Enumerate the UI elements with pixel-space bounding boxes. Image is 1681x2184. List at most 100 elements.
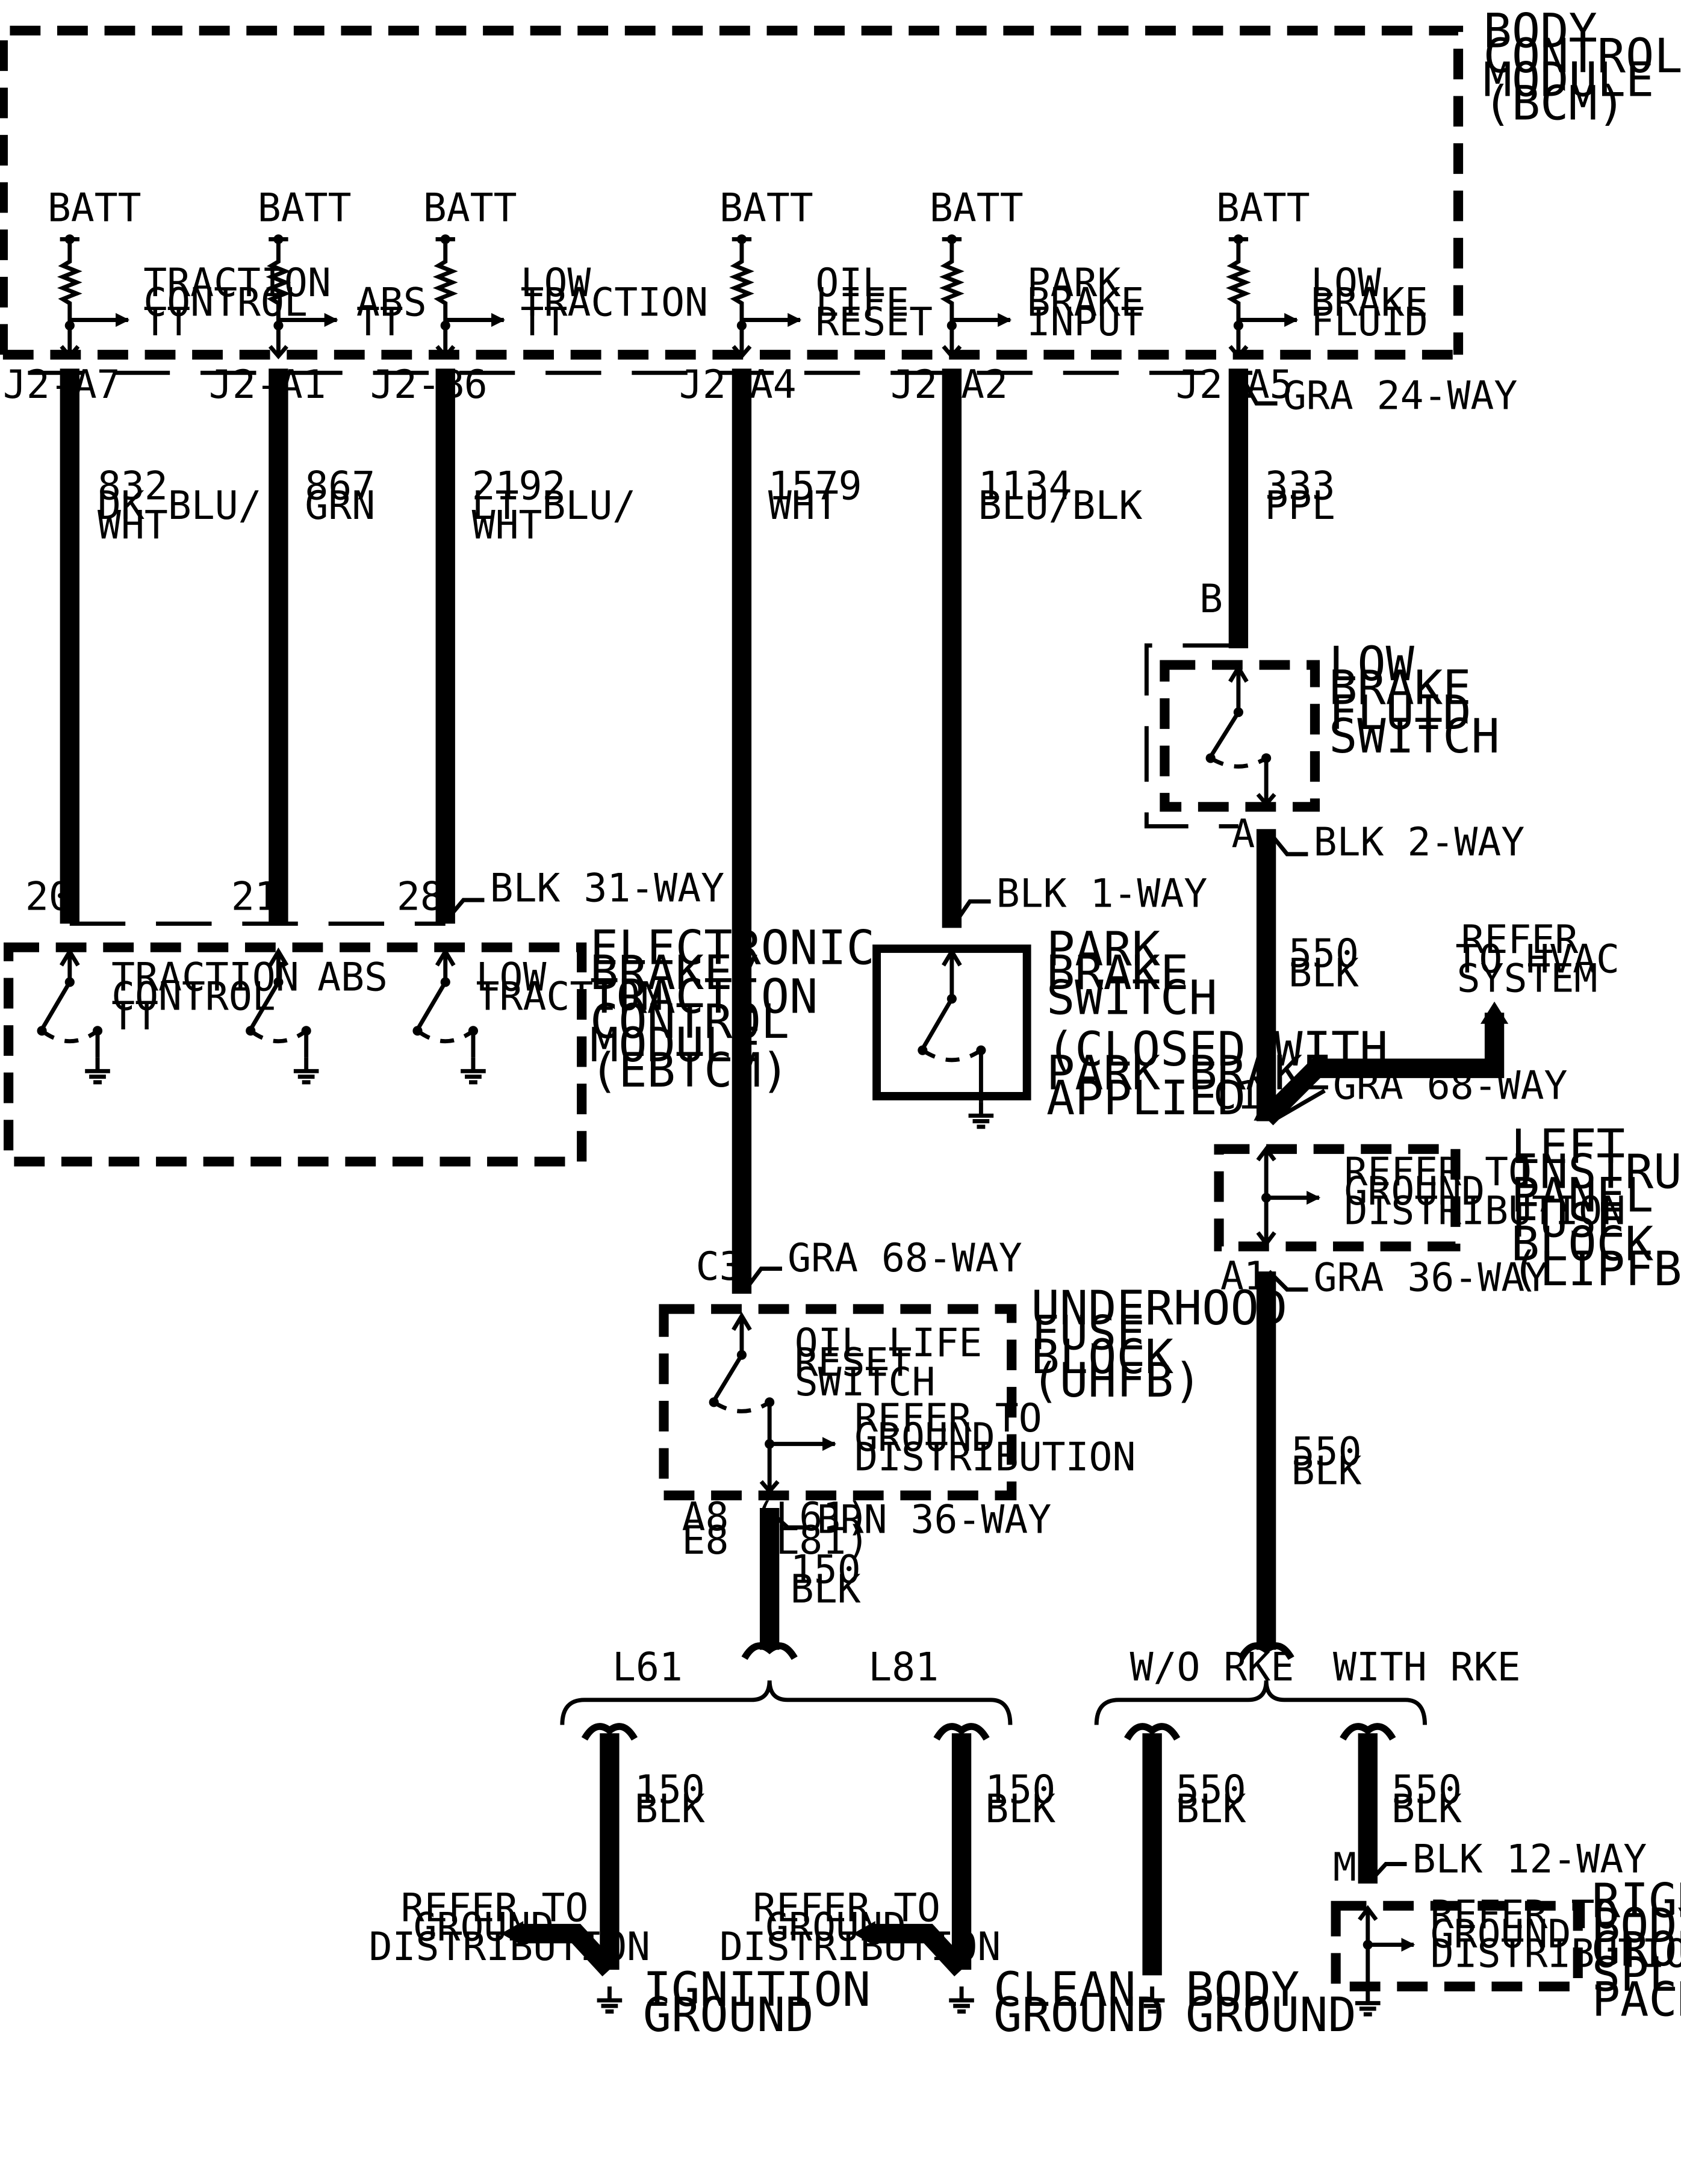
output-low-brake-fluid-2: BRAKE [1311, 281, 1428, 326]
splice-pin-m: M [1333, 1845, 1356, 1890]
uhfb-pin-c3: C3 [696, 1244, 743, 1289]
wo-rke-wire-2: BLK [1176, 1787, 1246, 1832]
bcm-label-3: MODULE [1484, 52, 1655, 107]
batt-label: BATT [930, 185, 1024, 231]
l81-ref-3: DISTRIBUTION [719, 1925, 1001, 1970]
output-traction-control-3: TT [143, 300, 190, 345]
park-brake-switch: BLK 1-WAY PARK BRAKE SWITCH (CLOSED WITH… [872, 872, 1388, 1127]
pin-j2-a1: J2-A1 [209, 362, 326, 408]
wire-150-1: 150 [791, 1548, 861, 1593]
lipfb-fuse-block: REFER TO GROUND DISTRIBUTION LEFT INSTRU… [1214, 1119, 1681, 1660]
wire-2192-1: 2192 [472, 464, 566, 509]
output-park-brake-2: BRAKE [1027, 281, 1145, 326]
option-with-rke: WITH RKE [1333, 1645, 1521, 1690]
clean-ground-2: GROUND [993, 1987, 1164, 2043]
output-low-brake-fluid-3: FLUID [1311, 300, 1428, 345]
ebtcm-switch-traction-2: CONTROL [111, 975, 276, 1020]
lipfb-label-6: (LIPFB) [1511, 1241, 1681, 1297]
lipfb-label-1: LEFT [1511, 1119, 1625, 1174]
clean-ground-1: CLEAN [993, 1962, 1136, 2017]
wire-550-in-1: 550 [1288, 931, 1359, 976]
l81-ref-1: REFER TO [753, 1885, 940, 1931]
circuit-832: BATT TRACTION CONTROL TT J2-A7 832 DK BL… [3, 185, 331, 924]
circuit-1579: BATT OIL LIFE RESET J2-A4 1579 WHT [679, 185, 933, 1294]
ebtcm-pin-21: 21 [231, 874, 278, 919]
uhfb-fuse-block: C3 GRA 68-WAY OIL LIFE RESET SWITCH REFE… [659, 1236, 1288, 1660]
splice-ref-2: GROUND [1431, 1912, 1571, 1957]
wire-550-out-1: 550 [1291, 1429, 1362, 1474]
park-brake-label-3: SWITCH [1046, 970, 1217, 1026]
wire-2192-3: WHT [472, 503, 542, 548]
batt-label: BATT [1216, 185, 1310, 231]
output-abs-2: TT [356, 300, 403, 345]
circuit-2192: BATT LOW TRACTION TT J2-B6 2192 LT BLU/ … [370, 185, 709, 924]
uhfb-label-1: UNDERHOOD [1031, 1280, 1288, 1336]
ebtcm-label-4: CONTROL [590, 994, 789, 1049]
l81-wire-1: 150 [985, 1767, 1055, 1813]
lipfb-ref-2: GROUND [1344, 1169, 1485, 1214]
park-brake-note-3: APPLIED) [1046, 1070, 1274, 1126]
uhfb-switch-3: SWITCH [795, 1360, 936, 1405]
output-oil-life-1: OIL [815, 261, 886, 306]
l61-wire-1: 150 [635, 1767, 705, 1813]
output-low-traction-1: LOW [521, 261, 591, 306]
ebtcm-label-1: ELECTRONIC [590, 920, 875, 975]
output-traction-control-1: TRACTION [143, 261, 331, 306]
ebtcm-label-3: TRACTION [590, 969, 818, 1024]
park-brake-label-1: PARK [1046, 922, 1160, 977]
uhfb-connector-top: GRA 68-WAY [788, 1236, 1022, 1281]
l61-ref-3: DISTRIBUTION [369, 1925, 650, 1970]
wire-333-1: 333 [1265, 464, 1335, 509]
traction-control-switch: TRACTION CONTROL TT [37, 947, 299, 1082]
output-abs-1: ABS [356, 281, 427, 326]
wire-832-1: 832 [98, 464, 168, 509]
option-wo-rke: W/O RKE [1130, 1645, 1294, 1690]
wire-1579-2: WHT [768, 483, 839, 529]
body-ground-1: BODY [1185, 1962, 1299, 2017]
splice-ref-1: REFER TO [1431, 1893, 1618, 1938]
splice-connector: BLK 12-WAY [1412, 1837, 1647, 1882]
lipfb-ref-3: DISTRIBUTION [1344, 1189, 1626, 1234]
ebtcm-switch-abs: ABS [317, 955, 388, 1000]
output-low-traction-2: TRACTION [521, 281, 709, 326]
wire-1579-1: 1579 [768, 464, 862, 509]
uhfb-connector-bottom: BRN 36-WAY [817, 1498, 1051, 1543]
ebtcm-switch-low-traction-1: LOW [476, 955, 547, 1000]
park-brake-connector: BLK 1-WAY [996, 872, 1208, 917]
wire-832-3: WHT [98, 503, 168, 548]
l81-wire-2: BLK [985, 1787, 1055, 1832]
lbf-label-4: SWITCH [1329, 709, 1500, 764]
l61-wire-2: BLK [635, 1787, 705, 1832]
bcm-label-1: BODY [1484, 4, 1597, 59]
with-rke-wire-1: 550 [1391, 1767, 1462, 1813]
wo-rke-wire-1: 550 [1176, 1767, 1246, 1813]
output-low-traction-3: TT [521, 300, 568, 345]
lbf-pin-a: A [1231, 811, 1255, 857]
bcm-label-4: (BCM) [1484, 76, 1626, 131]
output-park-brake-3: INPUT [1027, 300, 1145, 345]
ebtcm-switch-low-traction-2: TRACTION [476, 975, 664, 1020]
lipfb-connector-top: GRA 68-WAY [1333, 1064, 1567, 1109]
ebtcm-label-6: (EBTCM) [590, 1043, 789, 1098]
circuit-1134: BATT PARK BRAKE INPUT J2-A2 1134 BLU/BLK [890, 185, 1144, 928]
uhfb-switch-1: OIL LIFE [795, 1321, 983, 1366]
circuit-550: 550 BLK REFER TO HVAC SYSTEM C11 GRA 68-… [1213, 829, 1620, 1126]
l61-ref-2: GROUND [414, 1905, 555, 1950]
ignition-ground-1: IGNITION [643, 1962, 871, 2017]
bcm-label-2: CONTROL [1484, 28, 1681, 84]
low-brake-fluid-switch: B LOW BRAKE FLUID SWITCH A BLK 2-WAY [1144, 577, 1524, 865]
uhfb-ref-3: DISTRIBUTION [854, 1435, 1136, 1480]
uhfb-label-2: FUSE [1031, 1306, 1145, 1361]
lbf-label-3: FLUID [1329, 685, 1471, 740]
lbf-label-2: BRAKE [1329, 660, 1471, 715]
hvac-ref-2: TO HVAC [1455, 937, 1620, 982]
with-rke-wire-2: BLK [1391, 1787, 1462, 1832]
output-low-brake-fluid-1: LOW [1311, 261, 1381, 306]
splice-ref-3: DISTRIBUTION [1431, 1932, 1681, 1977]
circuit-867: BATT ABS TT J2-A1 867 GRN [209, 185, 427, 924]
park-brake-label-2: BRAKE [1046, 945, 1189, 1000]
ignition-ground-2: GROUND [643, 1987, 814, 2043]
ebtcm-switch-traction-1: TRACTION [111, 955, 299, 1000]
splice-label-5: PACK [1592, 1971, 1681, 2027]
